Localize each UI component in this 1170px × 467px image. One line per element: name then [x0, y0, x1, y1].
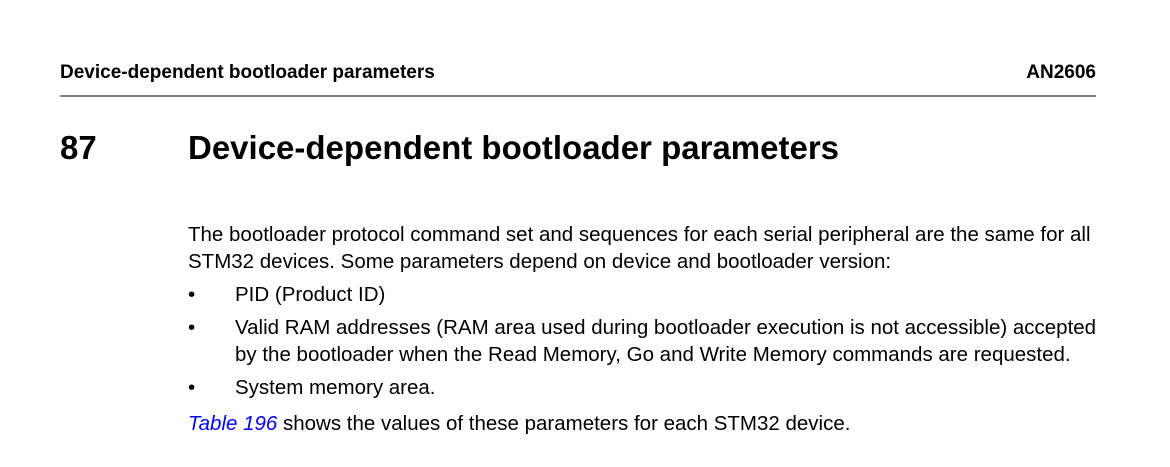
section-body: The bootloader protocol command set and …: [188, 221, 1098, 437]
list-item-text: Valid RAM addresses (RAM area used durin…: [235, 316, 1097, 366]
header-divider: [60, 95, 1096, 97]
running-header: Device-dependent bootloader parameters A…: [60, 61, 1096, 85]
parameter-list: • PID (Product ID) • Valid RAM addresses…: [188, 281, 1098, 401]
list-item-text: System memory area.: [235, 376, 436, 399]
bullet-icon: •: [188, 283, 196, 306]
list-item: • PID (Product ID): [188, 281, 1098, 308]
list-item: • System memory area.: [188, 374, 1098, 401]
closing-paragraph: Table 196 shows the values of these para…: [188, 410, 1098, 437]
bullet-icon: •: [188, 316, 196, 339]
section-title: Device-dependent bootloader parameters: [188, 129, 840, 166]
intro-paragraph: The bootloader protocol command set and …: [188, 223, 1091, 273]
section-number: 87: [60, 129, 97, 166]
table-196-link[interactable]: Table 196: [188, 412, 278, 435]
header-doc-id: AN2606: [1026, 62, 1096, 83]
header-section-title: Device-dependent bootloader parameters: [60, 62, 435, 83]
closing-text: shows the values of these parameters for…: [277, 412, 851, 435]
list-item: • Valid RAM addresses (RAM area used dur…: [188, 314, 1098, 368]
list-item-text: PID (Product ID): [235, 283, 386, 306]
bullet-icon: •: [188, 376, 196, 399]
